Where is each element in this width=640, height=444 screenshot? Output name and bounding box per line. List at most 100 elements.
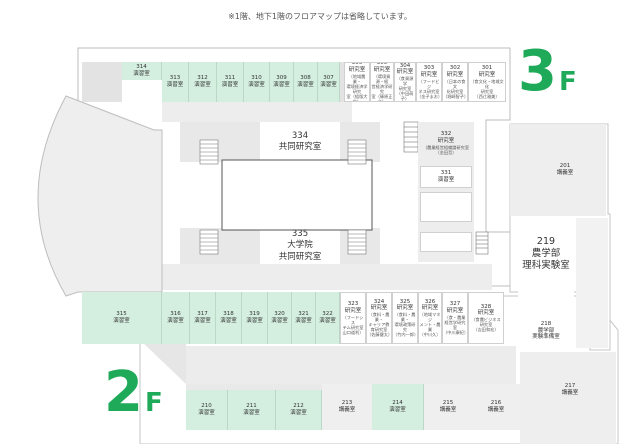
- r201-area: [510, 124, 606, 216]
- department-office[interactable]: [420, 192, 472, 222]
- room-328-lab-2: 研究室: [479, 322, 493, 328]
- room-323-number: 323: [347, 301, 359, 308]
- room-302-number: 302: [449, 65, 461, 72]
- room-306-number: 306: [351, 62, 363, 67]
- stairs-upper-right: [347, 139, 367, 165]
- room-303-number: 303: [423, 65, 435, 72]
- room-327-number: 327: [449, 301, 461, 308]
- room-331-number: 331: [440, 170, 452, 177]
- room-319-number: 319: [249, 311, 260, 318]
- courtyard-light: [221, 159, 373, 231]
- room-326-number: 326: [424, 298, 436, 305]
- room-308-name: 演習室: [297, 82, 314, 88]
- room-217-number: 217: [564, 383, 576, 390]
- room-313-name: 演習室: [166, 82, 184, 88]
- r219-area: [518, 218, 574, 312]
- room-310-name: 演習室: [248, 82, 265, 88]
- top-right-block: [340, 62, 344, 102]
- floor-3-number: 3: [518, 39, 557, 104]
- room-327-name: 研究室: [446, 307, 464, 314]
- stairs-right-side: [475, 231, 489, 255]
- room-310-number: 310: [251, 75, 262, 82]
- room-210-number: 210: [201, 403, 212, 410]
- room-323-lab-3: 山口道利）: [342, 329, 364, 335]
- room-316-name: 演習室: [167, 318, 184, 324]
- room-213-name: 講義室: [338, 407, 356, 413]
- right-misc: [576, 218, 608, 348]
- main-lecture-hall[interactable]: [60, 180, 140, 200]
- floor-2-suffix: F: [144, 388, 163, 418]
- room-307-number: 307: [323, 75, 334, 82]
- room-327-lab-2: 経営学研究室: [444, 319, 466, 330]
- room-306-lab: （地域農業・: [348, 73, 366, 84]
- room-332-lab-2: （金田哲）: [435, 149, 457, 155]
- room-212-name: 演習室: [290, 410, 307, 416]
- room-335-name: 大学院: [287, 240, 313, 251]
- room-302-lab: （日本の食文: [444, 78, 466, 89]
- room-323-lab: （フードシス: [342, 314, 364, 325]
- stairs-upper-left: [199, 139, 219, 165]
- room-315-name: 演習室: [113, 318, 130, 324]
- room-218-number: 218: [540, 320, 552, 327]
- room-308-number: 308: [300, 75, 311, 82]
- room-304-lab-2: 研究室: [398, 86, 412, 92]
- room-305-name: 研究室: [373, 66, 391, 73]
- room-211-number: 211: [246, 403, 257, 410]
- room-313-number: 313: [169, 75, 181, 82]
- room-326-lab: （地域マネジ: [419, 312, 441, 323]
- room-328-lab: （食農ビジネス: [471, 317, 501, 323]
- room-218-name: 農学部: [537, 327, 555, 334]
- small-meeting-room[interactable]: [420, 232, 472, 252]
- room-302-name: 研究室: [446, 71, 464, 78]
- room-303-name: 研究室: [420, 71, 438, 78]
- room-305-lab: （環境資源・経: [373, 73, 391, 84]
- room-325-name: 研究室: [396, 305, 414, 312]
- room-314-number: 314: [136, 64, 147, 71]
- room-215-name: 講義室: [439, 407, 457, 413]
